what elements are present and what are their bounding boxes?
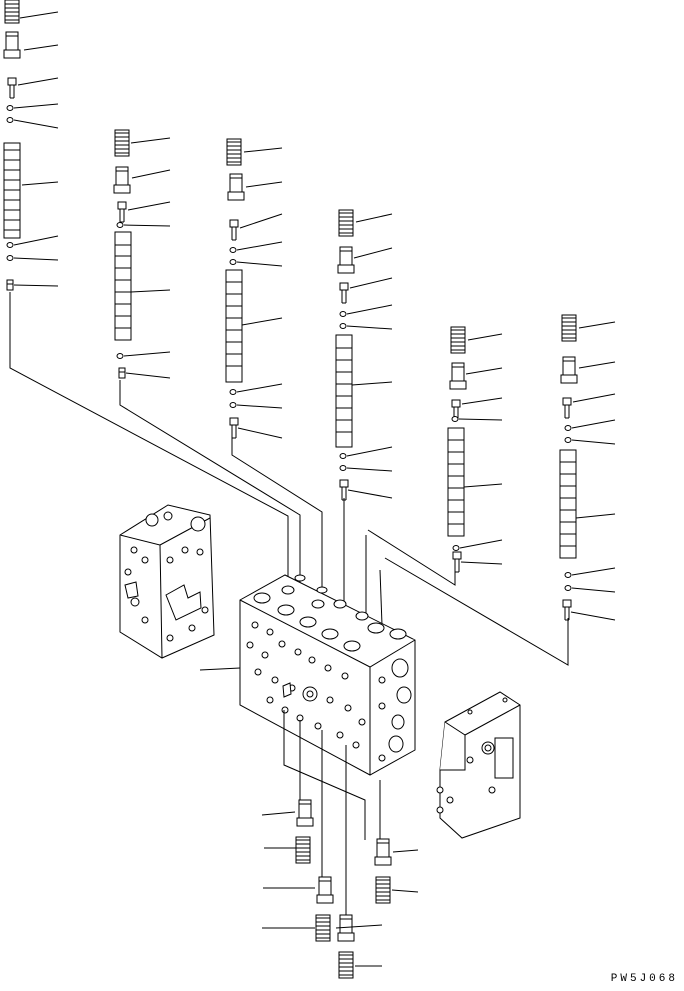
lower-parts (262, 799, 418, 979)
spool-assembly-2 (113, 129, 170, 379)
spool-assembly-1 (3, 0, 58, 291)
right-end-cover (437, 692, 520, 838)
main-valve-leader (200, 668, 240, 670)
main-valve-body (240, 575, 415, 775)
spool-assembly-6 (560, 314, 615, 621)
spool-assembly-5 (448, 326, 502, 573)
assembly-leader-lines (10, 292, 568, 665)
spool-assembly-4 (336, 209, 392, 501)
spool-assembly-3 (226, 138, 282, 439)
left-end-cover (120, 505, 214, 658)
drawing-code: PW5J068 (610, 973, 678, 985)
lower-leader-lines (284, 710, 380, 918)
